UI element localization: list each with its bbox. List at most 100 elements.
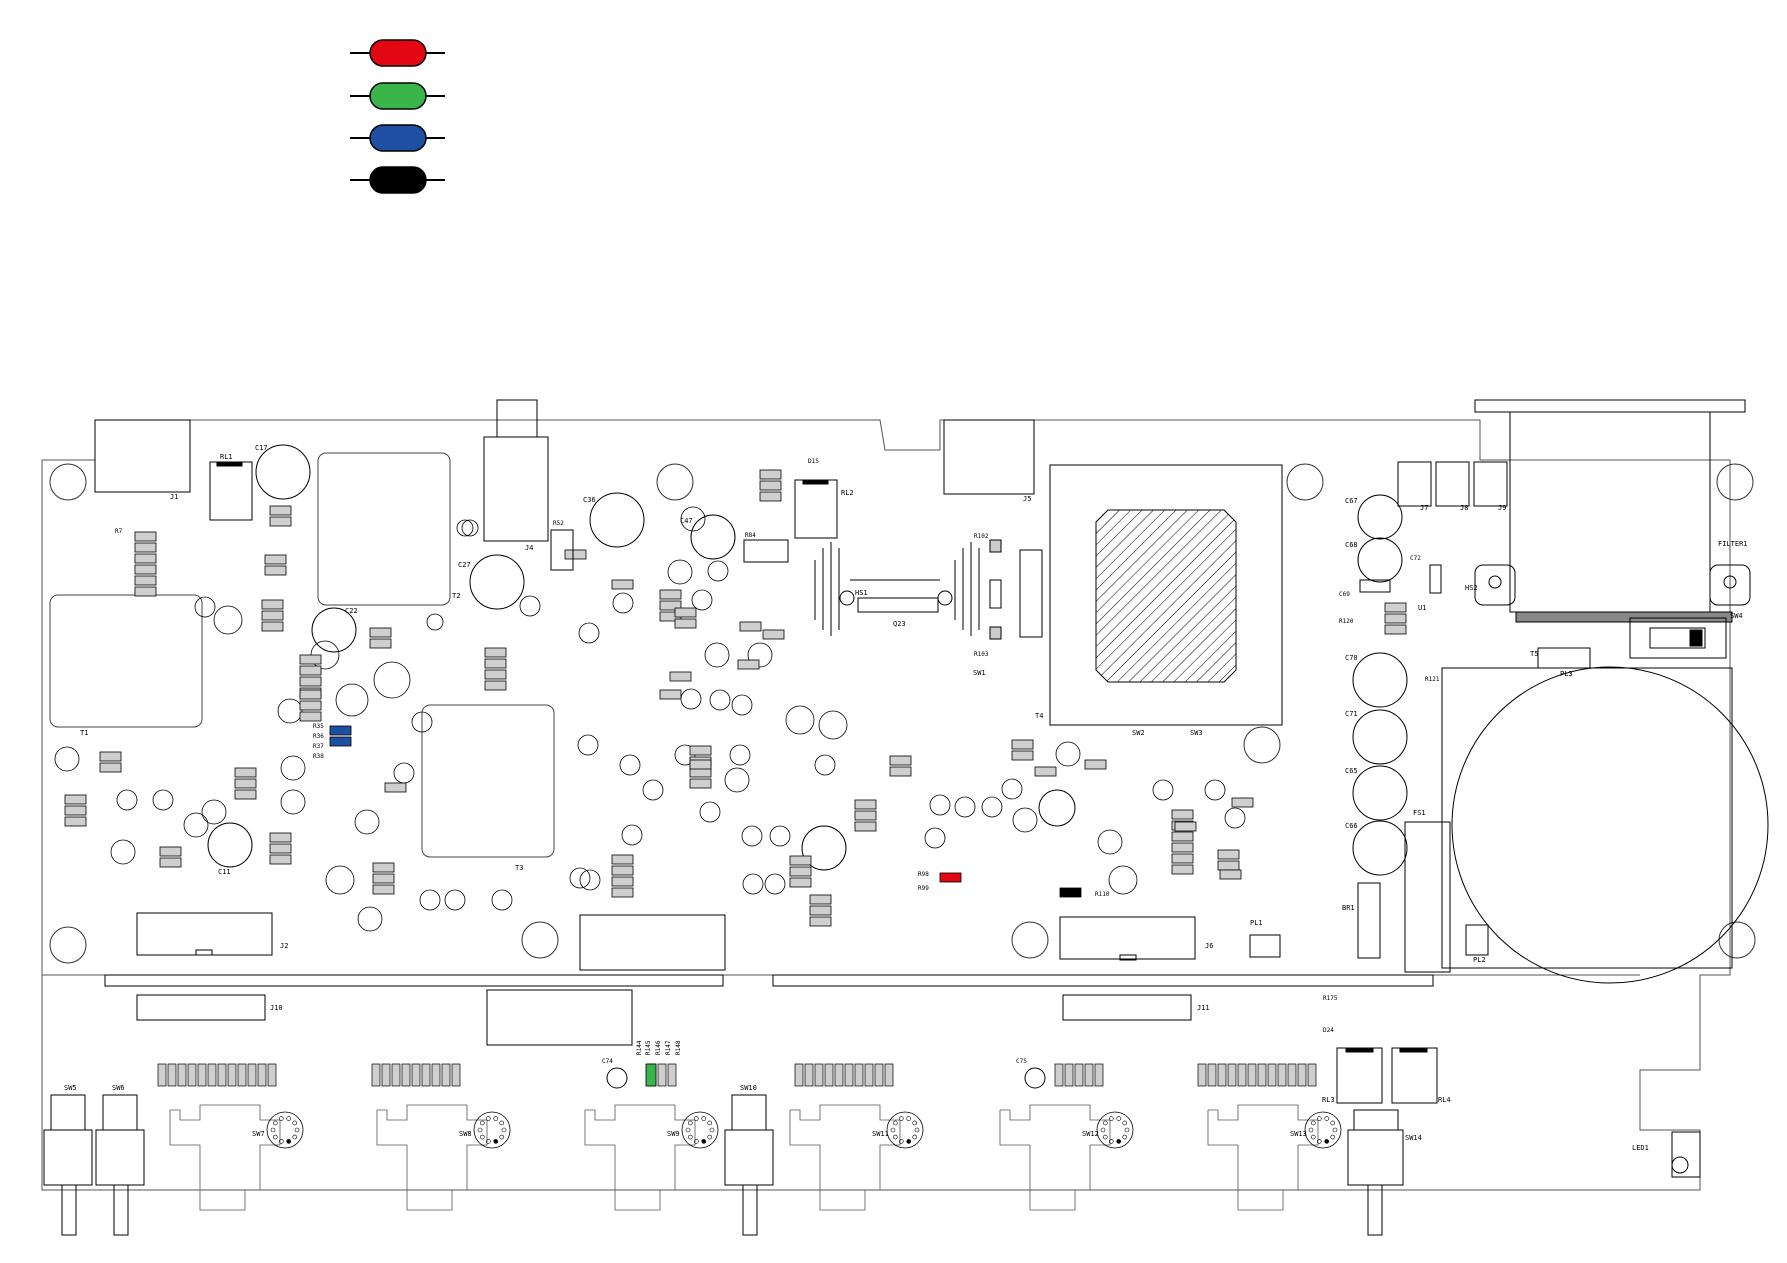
sw5-label: SW5 — [64, 1084, 77, 1092]
pl3-label: PL3 — [1560, 670, 1573, 678]
rotary-switch-body — [1207, 1104, 1319, 1211]
toggle-switches — [43, 1094, 1404, 1236]
smd-resistor — [1034, 766, 1057, 777]
headers-and-rails — [104, 912, 1434, 1046]
rotary-switch-label: SW12 — [1082, 1130, 1099, 1138]
smd-resistor — [369, 627, 392, 638]
t4-label: T4 — [1035, 712, 1043, 720]
rotary-pin — [1330, 1134, 1336, 1140]
vertical-resistor — [834, 1063, 844, 1087]
highlighted-black-diode-r110 — [1059, 887, 1082, 898]
vertical-resistor — [1307, 1063, 1317, 1087]
sw3-label: SW3 — [1190, 729, 1203, 737]
vertical-resistor — [217, 1063, 227, 1087]
rotary-pin — [1308, 1127, 1314, 1133]
smd-resistor — [134, 586, 157, 597]
small-round-part — [680, 506, 706, 532]
smd-resistor — [789, 877, 812, 888]
rotary-pin — [501, 1127, 507, 1133]
vertical-resistor — [401, 1063, 411, 1087]
smd-resistor — [159, 846, 182, 857]
small-round-part — [1097, 829, 1123, 855]
vertical-resistor — [657, 1063, 667, 1087]
r145-label: R145 — [645, 1040, 652, 1055]
rl2-label: RL2 — [841, 489, 854, 497]
smd-resistor — [134, 542, 157, 553]
smd-resistor — [1174, 821, 1197, 832]
rotary-switch-pins — [886, 1111, 924, 1149]
smd-resistor — [674, 618, 697, 629]
small-round-part — [325, 865, 355, 895]
rotary-switch-sw13: SW13 — [1207, 1104, 1342, 1211]
u1-label: U1 — [1418, 604, 1426, 612]
j8-label: J8 — [1460, 504, 1468, 512]
small-round-part — [1012, 807, 1038, 833]
vertical-resistor — [1297, 1063, 1307, 1087]
vertical-resistor — [371, 1063, 381, 1087]
r98-label: R98 — [918, 871, 929, 878]
r148-label: R148 — [675, 1040, 682, 1055]
smd-resistor — [1384, 613, 1407, 624]
hs2-label: HS2 — [1465, 584, 1478, 592]
smd-resistor — [484, 680, 507, 691]
r147-label: R147 — [665, 1040, 672, 1055]
highlighted-parts — [329, 725, 1082, 1087]
rotary-pin — [898, 1139, 904, 1144]
j10-label: J10 — [270, 1004, 283, 1012]
smd-resistor — [1171, 809, 1194, 820]
r38-label: R38 — [313, 753, 324, 760]
sw4-label: SW4 — [1730, 612, 1743, 620]
rotary-pin — [892, 1134, 898, 1140]
rotary-switch-pins — [266, 1111, 304, 1149]
smd-resistor — [484, 658, 507, 669]
rotary-pin — [270, 1127, 276, 1133]
rotary-pin — [477, 1127, 483, 1133]
small-round-part — [612, 592, 634, 614]
filter1-label: FILTER1 — [1718, 540, 1748, 548]
smd-resistor — [611, 579, 634, 590]
vertical-resistor — [207, 1063, 217, 1087]
small-round-part — [764, 873, 786, 895]
rotary-pin — [687, 1134, 693, 1140]
small-round-part — [569, 867, 591, 889]
smd-resistor — [689, 759, 712, 770]
sw2-label: SW2 — [1132, 729, 1145, 737]
smd-resistor — [1384, 624, 1407, 635]
smd-resistor — [789, 855, 812, 866]
rotary-pin — [707, 1134, 713, 1140]
small-round-part — [116, 789, 138, 811]
smd-resistor — [1171, 864, 1194, 875]
j9-label: J9 — [1498, 504, 1506, 512]
rotary-pin — [890, 1127, 896, 1133]
t5-label: T5 — [1530, 650, 1538, 658]
vertical-resistor — [237, 1063, 247, 1087]
small-round-part — [1108, 865, 1138, 895]
vertical-resistor — [874, 1063, 884, 1087]
small-round-part — [194, 596, 216, 618]
smd-resistor — [372, 884, 395, 895]
q23-label: Q23 — [893, 620, 906, 628]
vertical-resistor — [451, 1063, 461, 1087]
smd-resistor — [384, 782, 407, 793]
r110-label: R110 — [1095, 891, 1110, 898]
c65-label: C65 — [1345, 767, 1358, 775]
rotary-pin — [493, 1139, 499, 1144]
led1 — [1671, 1131, 1701, 1178]
small-round-part — [1055, 741, 1081, 767]
vertical-resistor — [1287, 1063, 1297, 1087]
vertical-resistor — [844, 1063, 854, 1087]
small-round-part — [110, 839, 136, 865]
small-round-part — [621, 824, 643, 846]
smd-resistor — [234, 767, 257, 778]
small-round-part — [280, 789, 306, 815]
small-round-part — [699, 801, 721, 823]
hs1-label: HS1 — [855, 589, 868, 597]
rotary-pin — [278, 1116, 284, 1121]
smd-resistor — [372, 862, 395, 873]
rotary-switch-sw7: SW7 — [169, 1104, 304, 1211]
vertical-resistor — [854, 1063, 864, 1087]
r7-label: R7 — [115, 528, 123, 535]
color-legend — [350, 39, 445, 194]
